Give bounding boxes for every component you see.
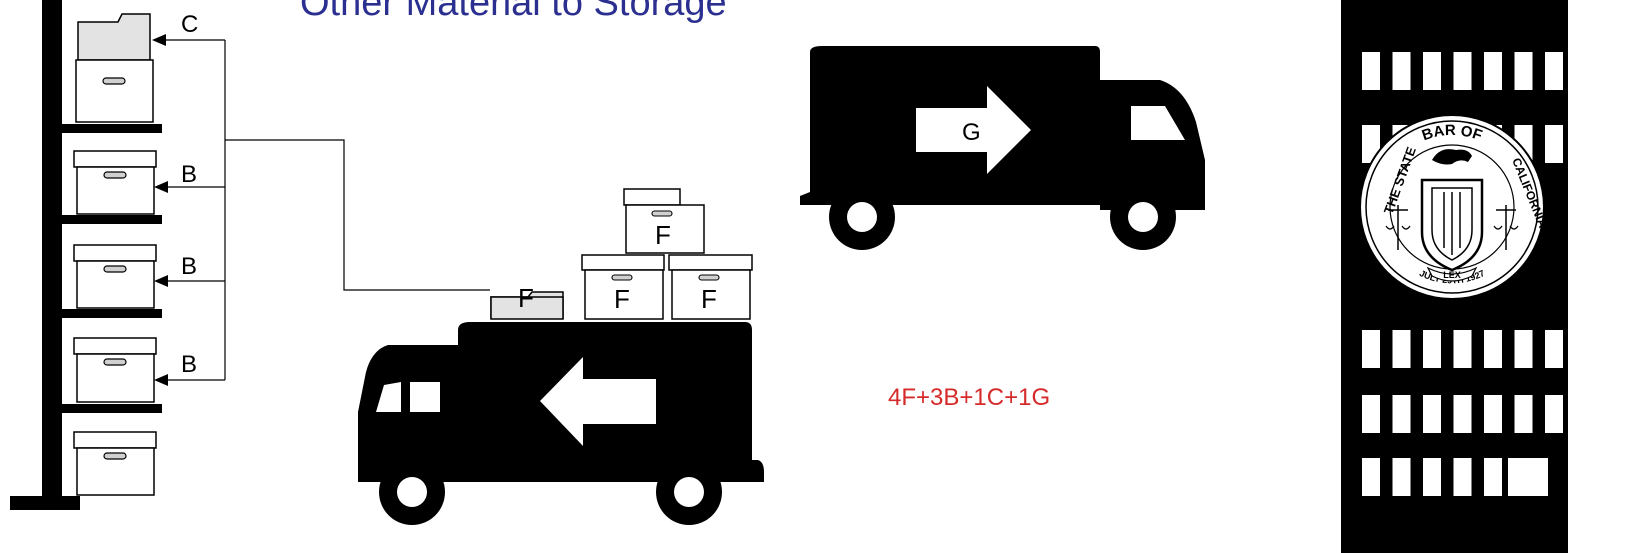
building-window	[1545, 330, 1563, 368]
building-window	[1545, 52, 1563, 90]
building-window	[1423, 52, 1441, 90]
building-window	[1393, 458, 1411, 496]
label-b-1: B	[181, 161, 197, 188]
shelf-box-1	[76, 60, 153, 122]
truck-left	[358, 322, 764, 525]
building-window	[1393, 52, 1411, 90]
label-b-3: B	[181, 351, 197, 378]
building-window	[1484, 330, 1502, 368]
cargo-box-left-label: F	[614, 284, 630, 314]
building-window	[1484, 458, 1502, 496]
building-window	[1393, 330, 1411, 368]
cargo-folder-label: F	[518, 283, 534, 313]
building-window	[1362, 52, 1380, 90]
building-window	[1545, 395, 1563, 433]
shelf-folder	[78, 14, 150, 60]
building-window	[1484, 395, 1502, 433]
building-window	[1454, 330, 1472, 368]
seal-motto: LEX	[1443, 270, 1461, 280]
building-window	[1454, 52, 1472, 90]
building-window	[1545, 125, 1563, 163]
shelf-box-5	[74, 432, 156, 495]
building-window	[1362, 330, 1380, 368]
shelf-box-4	[74, 338, 156, 402]
building-window	[1515, 395, 1533, 433]
building-window	[1515, 52, 1533, 90]
building-window	[1454, 458, 1472, 496]
building-window	[1508, 458, 1548, 496]
building-window	[1423, 458, 1441, 496]
connector-lines	[166, 40, 490, 380]
label-c: C	[181, 11, 198, 38]
shelf-box-3	[74, 245, 156, 308]
building-window	[1423, 330, 1441, 368]
truck-right-label: G	[962, 119, 981, 146]
building-window	[1454, 395, 1472, 433]
cargo-box-right-label: F	[701, 284, 717, 314]
building-window	[1423, 395, 1441, 433]
label-b-2: B	[181, 253, 197, 280]
diagram-title: Other Material to Storage	[300, 0, 727, 24]
summary-formula: 4F+3B+1C+1G	[888, 384, 1050, 411]
building-window	[1515, 330, 1533, 368]
cargo-box-top-label: F	[655, 220, 671, 250]
shelf-box-2	[74, 151, 156, 214]
building-window	[1484, 52, 1502, 90]
building-window	[1362, 458, 1380, 496]
building-window	[1362, 395, 1380, 433]
building-window	[1393, 395, 1411, 433]
